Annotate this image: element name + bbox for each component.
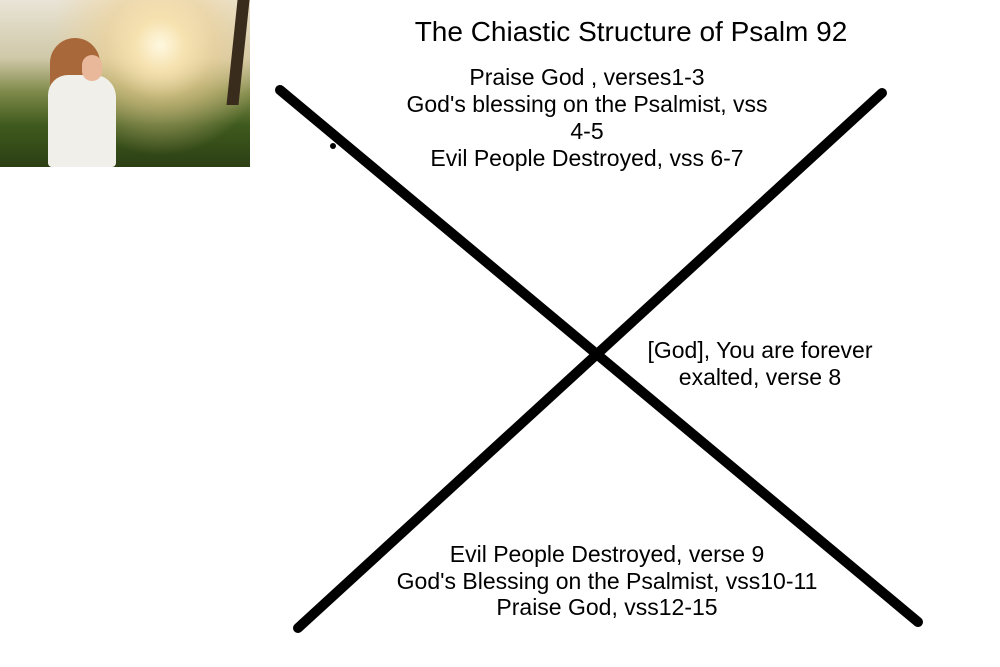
woman-figure bbox=[48, 75, 116, 167]
center-line-2: exalted, verse 8 bbox=[678, 364, 842, 390]
woman-face bbox=[82, 55, 102, 81]
stray-dot bbox=[330, 143, 336, 149]
center-block: [God], You are forever exalted, verse 8 bbox=[647, 337, 872, 391]
x-line-ascending bbox=[293, 88, 887, 633]
diagram-title: The Chiastic Structure of Psalm 92 bbox=[414, 16, 848, 47]
bottom-block: Evil People Destroyed, verse 9 God's Ble… bbox=[397, 541, 818, 621]
top-line-2: God's blessing on the Psalmist, vss bbox=[406, 91, 768, 117]
center-line-1: [God], You are forever bbox=[647, 337, 873, 363]
top-line-1: Praise God , verses1-3 bbox=[469, 64, 705, 90]
bottom-line-2: God's Blessing on the Psalmist, vss10-11 bbox=[396, 567, 818, 594]
top-block: Praise God , verses1-3 God's blessing on… bbox=[406, 64, 767, 172]
top-line-4: Evil People Destroyed, vss 6-7 bbox=[430, 145, 744, 171]
praying-woman-photo bbox=[0, 0, 250, 167]
bottom-line-3: Praise God, vss12-15 bbox=[496, 594, 718, 620]
top-line-3: 4-5 bbox=[570, 118, 604, 144]
bottom-line-1: Evil People Destroyed, verse 9 bbox=[449, 541, 765, 567]
